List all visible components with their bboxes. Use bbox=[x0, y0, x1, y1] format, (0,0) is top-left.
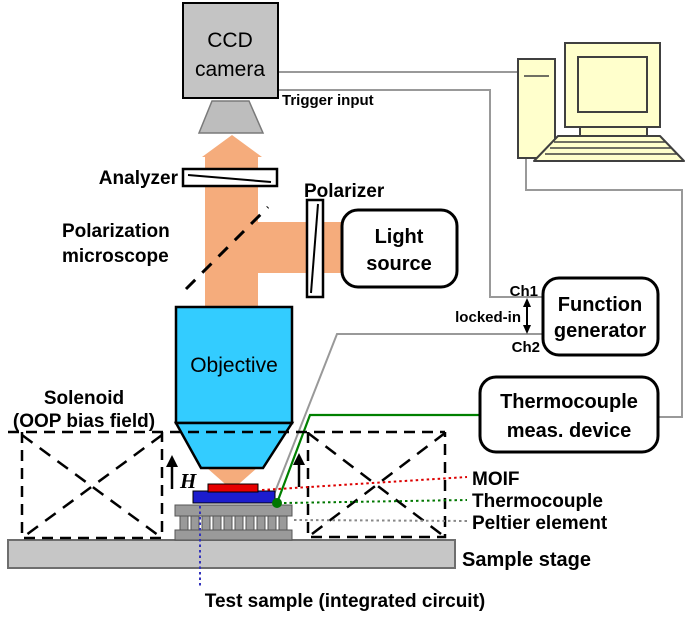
ccd-camera-body bbox=[182, 2, 279, 99]
field-arrow-left-head bbox=[166, 455, 178, 467]
function-generator: Function generator bbox=[541, 276, 660, 357]
camera-lens-mount bbox=[197, 100, 265, 134]
polarizer-axis-line bbox=[310, 203, 319, 294]
solenoid-left-coil-cross2 bbox=[21, 433, 163, 540]
light-source: Light source bbox=[340, 208, 459, 289]
pc-monitor-screen bbox=[577, 56, 648, 113]
thermocouple-device: Thermocouple meas. device bbox=[478, 375, 660, 454]
thermocouple-device-label-line2: meas. device bbox=[507, 420, 632, 442]
ccd-camera: CCD camera bbox=[182, 2, 279, 134]
objective-body bbox=[174, 305, 294, 425]
solenoid-label-line2: (OOP bias field) bbox=[13, 411, 155, 432]
field-arrow-right bbox=[293, 453, 305, 487]
peltier-bottom-plate bbox=[174, 529, 293, 541]
light-source-label-line1: Light bbox=[375, 226, 424, 248]
solenoid-right-coil-cross2 bbox=[307, 432, 446, 538]
function-generator-box bbox=[541, 276, 660, 357]
solenoid-right-coil-outline bbox=[306, 432, 447, 539]
peltier-tooth bbox=[267, 515, 277, 531]
polarization-microscope-line1: Polarization bbox=[62, 221, 170, 242]
test-sample-label: Test sample (integrated circuit) bbox=[205, 591, 486, 612]
analyzer: Analyzer bbox=[99, 167, 279, 189]
light-source-label-line2: source bbox=[366, 253, 432, 275]
peltier-tooth bbox=[256, 515, 266, 531]
field-arrow-left: H bbox=[166, 455, 197, 493]
objective-lens: Objective bbox=[173, 305, 295, 470]
callout-leaders bbox=[199, 476, 468, 588]
ccd-camera-label-line2: camera bbox=[195, 58, 265, 81]
wire-ch2-to-sample bbox=[272, 333, 543, 498]
peltier-tooth bbox=[179, 515, 189, 531]
trigger-input-label: Trigger input bbox=[282, 92, 374, 109]
thermocouple-label: Thermocouple bbox=[472, 491, 603, 512]
solenoid-left-coil-outline bbox=[20, 432, 164, 540]
peltier-leader-line bbox=[293, 519, 468, 522]
pc-monitor-stand bbox=[579, 126, 648, 137]
peltier-tooth bbox=[278, 515, 288, 531]
peltier-tooth bbox=[234, 515, 244, 531]
polarizer: Polarizer bbox=[304, 181, 385, 299]
moif-leader-line bbox=[261, 476, 468, 491]
locked-in-label: locked-in bbox=[455, 309, 521, 326]
beam-splitter-dashed-line bbox=[184, 205, 270, 291]
polarization-microscope-line2: microscope bbox=[62, 246, 169, 267]
polarization-microscope-label: Polarization microscope bbox=[62, 221, 170, 267]
wire-trigger-to-ch1 bbox=[278, 89, 543, 298]
light-source-box bbox=[340, 208, 459, 289]
solenoid-left-coil-cross1 bbox=[21, 433, 163, 540]
thermocouple-device-label-line1: Thermocouple bbox=[500, 391, 638, 413]
peltier-tooth bbox=[223, 515, 233, 531]
objective-label: Objective bbox=[190, 354, 278, 377]
wire-thermocouple bbox=[275, 413, 480, 504]
moif-film bbox=[207, 483, 259, 493]
beam-down-arrow bbox=[207, 468, 257, 490]
moif-label: MOIF bbox=[472, 469, 520, 490]
solenoid-right-coil-cross1 bbox=[307, 432, 446, 538]
function-generator-label-line1: Function bbox=[558, 294, 642, 316]
sample-stage-assembly bbox=[7, 483, 456, 569]
signal-wires bbox=[272, 71, 683, 498]
locked-in-arrowhead-down bbox=[523, 325, 531, 334]
analyzer-axis-line bbox=[187, 174, 272, 183]
ccd-camera-label-line1: CCD bbox=[207, 29, 253, 52]
sample-stage-label: Sample stage bbox=[462, 549, 591, 571]
locked-in-arrowhead-up bbox=[523, 298, 531, 307]
thermocouple-device-box bbox=[478, 375, 660, 454]
ch1-label: Ch1 bbox=[510, 283, 538, 300]
peltier-tooth bbox=[190, 515, 200, 531]
analyzer-plate bbox=[181, 167, 279, 188]
solenoid-label-line1: Solenoid bbox=[44, 388, 124, 409]
function-generator-label-line2: generator bbox=[554, 320, 646, 342]
peltier-tooth bbox=[212, 515, 222, 531]
polarizer-label: Polarizer bbox=[304, 181, 385, 202]
solenoid: Solenoid (OOP bias field) H bbox=[8, 388, 447, 540]
test-sample-chip bbox=[192, 490, 276, 504]
locked-in-double-arrow bbox=[523, 298, 531, 334]
analyzer-label: Analyzer bbox=[99, 168, 179, 189]
pc-tower bbox=[517, 58, 556, 159]
peltier-label: Peltier element bbox=[472, 513, 608, 534]
peltier-tooth bbox=[245, 515, 255, 531]
field-h-label: H bbox=[179, 469, 197, 493]
computer-icon bbox=[517, 42, 685, 162]
thermocouple-leader-line bbox=[283, 499, 468, 504]
peltier-tooth bbox=[201, 515, 211, 531]
ch2-label: Ch2 bbox=[512, 339, 540, 356]
peltier-top-plate bbox=[174, 504, 293, 517]
objective-cone bbox=[173, 421, 295, 470]
peltier-teeth bbox=[179, 515, 288, 531]
thermocouple-junction-dot bbox=[272, 498, 282, 508]
wire-pc-to-thermodevice bbox=[525, 158, 683, 418]
sample-stage bbox=[7, 539, 456, 569]
field-arrow-right-head bbox=[293, 453, 305, 465]
